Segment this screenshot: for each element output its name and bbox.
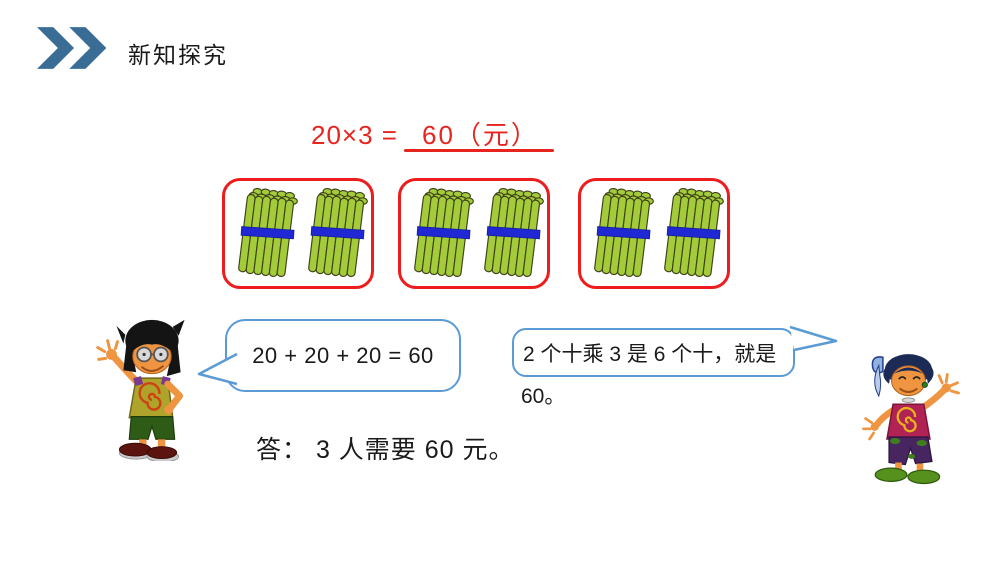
sticks-bundle <box>411 186 476 279</box>
girl-character-illustration <box>862 354 960 485</box>
girl-bubble-line2: 60。 <box>521 385 566 408</box>
equation-answer: 60（元） <box>422 120 539 150</box>
answer-text: 答： 3 人需要 60 元。 <box>256 436 515 464</box>
boy-character-illustration <box>96 319 185 461</box>
answer-underline <box>404 149 554 152</box>
boy-bubble-text: 20 + 20 + 20 = 60 <box>252 342 434 368</box>
double-chevron-right-icon <box>37 27 107 69</box>
sticks-bundle <box>235 186 300 279</box>
boy-speech-bubble: 20 + 20 + 20 = 60 <box>225 319 461 392</box>
page-title: 新知探究 <box>128 42 228 68</box>
sticks-bundle <box>481 186 546 279</box>
stick-box <box>398 178 550 289</box>
boy-bubble-tail <box>197 352 238 386</box>
sticks-bundle <box>305 186 370 279</box>
girl-speech-bubble: 2 个十乘 3 是 6 个十，就是 <box>512 328 795 377</box>
equation-expression: 20×3 = <box>311 120 398 150</box>
sticks-bundle <box>661 186 726 279</box>
girl-bubble-line1: 2 个十乘 3 是 6 个十，就是 <box>523 342 777 366</box>
girl-bubble-tail <box>789 325 838 352</box>
sticks-bundle <box>591 186 656 279</box>
stick-box <box>222 178 374 289</box>
stick-box <box>578 178 730 289</box>
